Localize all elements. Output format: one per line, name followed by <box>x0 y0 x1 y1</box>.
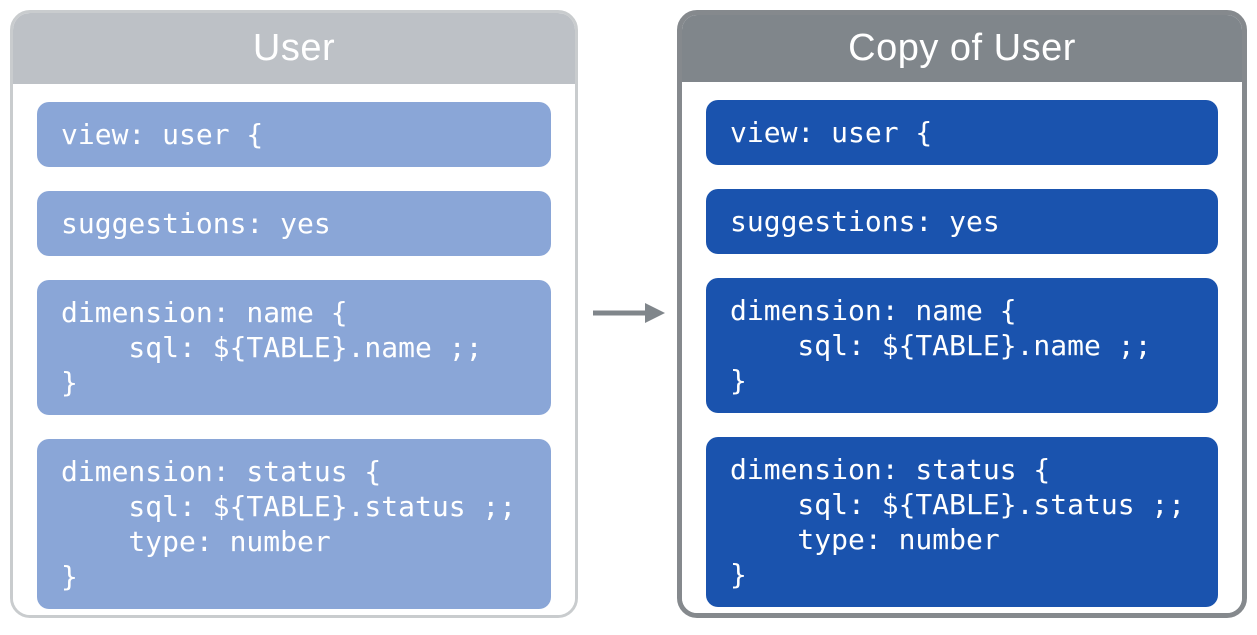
code-line: sql: ${TABLE}.status ;; <box>61 490 517 523</box>
code-line: type: number <box>61 525 331 558</box>
code-block-suggestions: suggestions: yes <box>706 189 1218 254</box>
code-line: } <box>730 364 747 397</box>
user-panel: User view: user { suggestions: yes dimen… <box>10 10 578 618</box>
code-block-dimension-name: dimension: name { sql: ${TABLE}.name ;; … <box>706 278 1218 413</box>
copy-of-user-panel: Copy of User view: user { suggestions: y… <box>677 10 1247 618</box>
code-line: dimension: status { <box>730 453 1051 486</box>
code-block-suggestions: suggestions: yes <box>37 191 551 256</box>
code-line: suggestions: yes <box>730 205 1000 238</box>
code-line: sql: ${TABLE}.name ;; <box>730 329 1152 362</box>
copy-of-user-panel-body: view: user { suggestions: yes dimension:… <box>682 82 1242 613</box>
user-panel-header: User <box>13 13 575 84</box>
code-line: dimension: name { <box>730 294 1017 327</box>
user-panel-title: User <box>252 27 336 69</box>
code-line: sql: ${TABLE}.name ;; <box>61 331 483 364</box>
code-line: view: user { <box>730 116 933 149</box>
right-arrow-icon <box>591 300 667 326</box>
code-line: sql: ${TABLE}.status ;; <box>730 488 1186 521</box>
code-line: } <box>61 366 78 399</box>
code-line: suggestions: yes <box>61 207 331 240</box>
code-line: } <box>730 558 747 591</box>
code-line: view: user { <box>61 118 264 151</box>
code-block-dimension-status: dimension: status { sql: ${TABLE}.status… <box>37 439 551 609</box>
code-block-view: view: user { <box>37 102 551 167</box>
code-line: type: number <box>730 523 1000 556</box>
code-block-dimension-name: dimension: name { sql: ${TABLE}.name ;; … <box>37 280 551 415</box>
code-block-dimension-status: dimension: status { sql: ${TABLE}.status… <box>706 437 1218 607</box>
user-panel-body: view: user { suggestions: yes dimension:… <box>13 84 575 615</box>
code-line: dimension: name { <box>61 296 348 329</box>
code-block-view: view: user { <box>706 100 1218 165</box>
copy-of-user-panel-header: Copy of User <box>682 15 1242 82</box>
code-line: } <box>61 560 78 593</box>
copy-of-user-panel-title: Copy of User <box>848 27 1076 69</box>
code-line: dimension: status { <box>61 455 382 488</box>
